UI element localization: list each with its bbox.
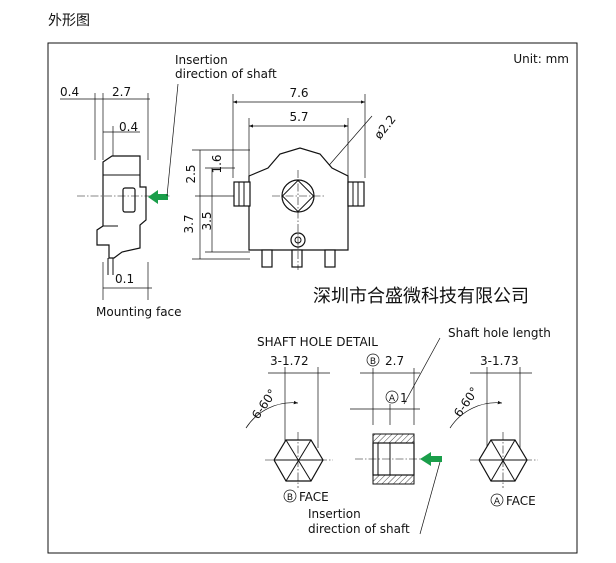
shaft-section: B 2.7 A 1 Insertion direction of shaft (308, 353, 442, 536)
shaft-hole-title: SHAFT HOLE DETAIL (257, 335, 378, 349)
mid-dim-1: 1 (400, 391, 408, 405)
mid-b-marker-letter: B (370, 357, 376, 367)
page-heading: 外形图 (48, 13, 90, 29)
b-face-marker-letter: B (287, 493, 293, 503)
insertion-label-top-1: Insertion (175, 53, 228, 67)
dim-3-7: 3.7 (182, 214, 196, 233)
a-face-dim: 3-1.73 (480, 354, 519, 368)
shaft-hole-length-label: Shaft hole length (448, 326, 551, 340)
dim-dia-2-2: ø2.2 (371, 112, 398, 141)
mid-dim-2-7: 2.7 (385, 354, 404, 368)
dim-7-6: 7.6 (289, 86, 308, 100)
insertion-label-top-2: direction of shaft (175, 67, 277, 81)
b-face-label: FACE (299, 490, 329, 504)
front-view: 7.6 5.7 ø2.2 2.5 1.6 3.7 3.5 (182, 86, 399, 270)
dim-1-6: 1.6 (210, 154, 224, 173)
drawing-frame (47, 42, 578, 554)
b-face-detail: 3-1.72 6-60° B FACE (245, 354, 333, 504)
a-face-marker (490, 493, 504, 507)
insertion-arrow-icon (148, 190, 168, 204)
dim-0-4-mid: 0.4 (119, 120, 138, 134)
insertion-arrow-bottom-icon (420, 452, 442, 466)
b-face-marker (283, 489, 297, 503)
a-face-label: FACE (506, 494, 536, 508)
dim-2-5: 2.5 (184, 164, 198, 183)
insertion-label-bottom-1: Insertion (308, 507, 361, 521)
shaft-hole-detail: SHAFT HOLE DETAIL Shaft hole length 3-1.… (245, 326, 551, 536)
mid-a-marker (385, 390, 399, 404)
a-face-marker-letter: A (494, 497, 501, 507)
insertion-label-bottom-2: direction of shaft (308, 522, 410, 536)
dim-3-5: 3.5 (200, 211, 214, 230)
b-face-dim: 3-1.72 (270, 354, 309, 368)
company-watermark: 深圳市合盛微科技有限公司 (313, 286, 529, 307)
side-view: 0.4 2.7 0.4 Insertion direction of shaft… (60, 53, 277, 319)
a-face-angle: 6-60° (451, 384, 482, 419)
mid-a-marker-letter: A (389, 394, 396, 404)
dim-0-4-top: 0.4 (60, 85, 79, 99)
dim-5-7: 5.7 (289, 110, 308, 124)
unit-label: Unit: mm (513, 52, 569, 66)
mounting-face-label: Mounting face (96, 305, 182, 319)
dim-2-7-side: 2.7 (112, 85, 131, 99)
mid-b-marker (366, 353, 380, 367)
dim-0-1: 0.1 (115, 272, 134, 286)
b-face-angle: 6-60° (249, 386, 280, 421)
a-face-detail: 3-1.73 6-60° A FACE (449, 354, 538, 508)
